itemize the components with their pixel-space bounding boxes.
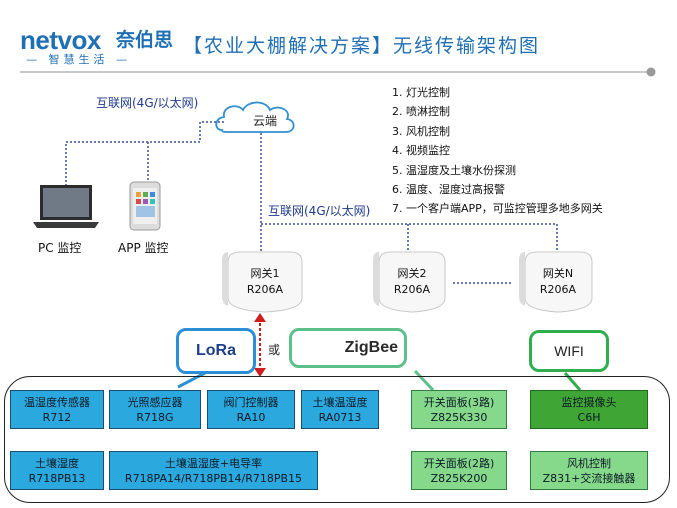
feature-item: 4. 视频监控 — [392, 144, 450, 158]
lora-label: LoRa — [196, 342, 236, 359]
gateway-name: 网关N — [542, 267, 574, 280]
device-light-sensor: 光照感应器 R718G — [109, 390, 201, 429]
device-surveillance-camera: 监控摄像头 C6H — [530, 390, 648, 429]
or-label: 或 — [268, 343, 281, 357]
device-fan-control: 风机控制 Z831+交流接触器 — [530, 451, 648, 490]
brand-tagline: — 智慧生活 — — [26, 53, 131, 66]
device-model: R712 — [42, 410, 72, 424]
feature-item: 5. 温湿度及土壤水份探测 — [392, 163, 516, 177]
gateway-n-label: 网关N R206A — [528, 266, 588, 298]
feature-item: 2. 喷淋控制 — [392, 105, 450, 119]
device-name: 风机控制 — [567, 456, 611, 470]
zigbee-badge: ZigBee — [289, 328, 407, 368]
device-model: Z831+交流接触器 — [542, 471, 636, 485]
device-model: R718PA14/R718PB14/R718PB15 — [124, 471, 303, 485]
device-soil-temp-humidity: 土壤温湿度 RA0713 — [301, 390, 379, 429]
gateway-model: R206A — [246, 283, 284, 296]
device-model: RA0713 — [318, 410, 362, 424]
device-switch-panel-2: 开关面板(2路) Z825K200 — [411, 451, 507, 490]
end-device-area — [4, 376, 670, 503]
feature-item: 1. 灯光控制 — [392, 86, 450, 99]
gateway-model: R206A — [539, 283, 577, 296]
wifi-badge: WIFI — [529, 330, 609, 372]
divider-dot — [646, 67, 656, 77]
brand-logo-cn: 奈伯思 — [116, 29, 174, 51]
wifi-connector — [563, 372, 582, 391]
gateway-1-device — [222, 251, 303, 313]
device-name: 土壤湿度 — [35, 456, 79, 470]
device-name: 开关面板(2路) — [423, 456, 495, 470]
zigbee-connector — [413, 369, 435, 392]
gateway-2-label: 网关2 R206A — [382, 266, 442, 298]
lora-badge: LoRa — [176, 328, 256, 374]
device-name: 光照感应器 — [127, 395, 183, 409]
device-model: C6H — [577, 410, 601, 424]
cloud-icon — [215, 101, 295, 133]
device-valve-controller: 阀门控制器 RA10 — [207, 390, 295, 429]
gateway-1-label: 网关1 R206A — [235, 266, 295, 298]
bidirectional-arrow-icon — [254, 313, 266, 377]
device-name: 开关面板(3路) — [423, 395, 495, 409]
gateway-n-device — [519, 251, 593, 313]
device-switch-panel-3: 开关面板(3路) Z825K330 — [411, 390, 507, 429]
device-soil-conductivity: 土壤温湿度+电导率 R718PA14/R718PB14/R718PB15 — [109, 451, 318, 490]
feature-list: 1. 灯光控制 2. 喷淋控制 3. 风机控制 4. 视频监控 5. 温湿度及土… — [392, 83, 603, 219]
feature-item: 7. 一个客户端APP，可监控管理多地多网关 — [392, 202, 603, 216]
brand-logo: netvox — [20, 25, 101, 55]
page-title: 【农业大棚解决方案】无线传输架构图 — [183, 35, 541, 57]
device-name: 监控摄像头 — [561, 395, 617, 409]
device-model: Z825K200 — [430, 471, 488, 485]
gateway-bus-line — [261, 223, 558, 252]
cloud-label: 云端 — [253, 114, 278, 128]
device-soil-humidity: 土壤湿度 R718PB13 — [10, 451, 104, 490]
gateway-name: 网关1 — [250, 267, 280, 280]
device-model: R718PB13 — [28, 471, 86, 485]
device-model: R718G — [136, 410, 174, 424]
gateway-model: R206A — [393, 283, 431, 296]
device-name: 阀门控制器 — [223, 395, 279, 409]
device-model: RA10 — [236, 410, 266, 424]
app-monitor-label: APP 监控 — [118, 241, 169, 255]
zigbee-label: ZigBee — [344, 339, 398, 356]
client-link-line — [65, 121, 224, 185]
device-model: Z825K330 — [430, 410, 488, 424]
wifi-label: WIFI — [554, 343, 584, 359]
device-name: 土壤温湿度+电导率 — [164, 456, 263, 470]
pc-monitor-label: PC 监控 — [38, 241, 82, 255]
lora-connector — [177, 371, 206, 389]
internet-label-mid: 互联网(4G/以太网) — [268, 204, 371, 218]
feature-item: 3. 风机控制 — [392, 124, 450, 138]
gateway-name: 网关2 — [397, 267, 427, 280]
device-name: 土壤温湿度 — [312, 395, 368, 409]
internet-label-top: 互联网(4G/以太网) — [96, 96, 199, 110]
phone-icon — [129, 181, 161, 231]
laptop-icon — [33, 185, 99, 228]
device-temp-humidity-sensor: 温湿度传感器 R712 — [10, 390, 104, 429]
device-name: 温湿度传感器 — [24, 395, 90, 409]
feature-item: 6. 温度、湿度过高报警 — [392, 183, 505, 197]
gateway-2-device — [373, 251, 446, 313]
